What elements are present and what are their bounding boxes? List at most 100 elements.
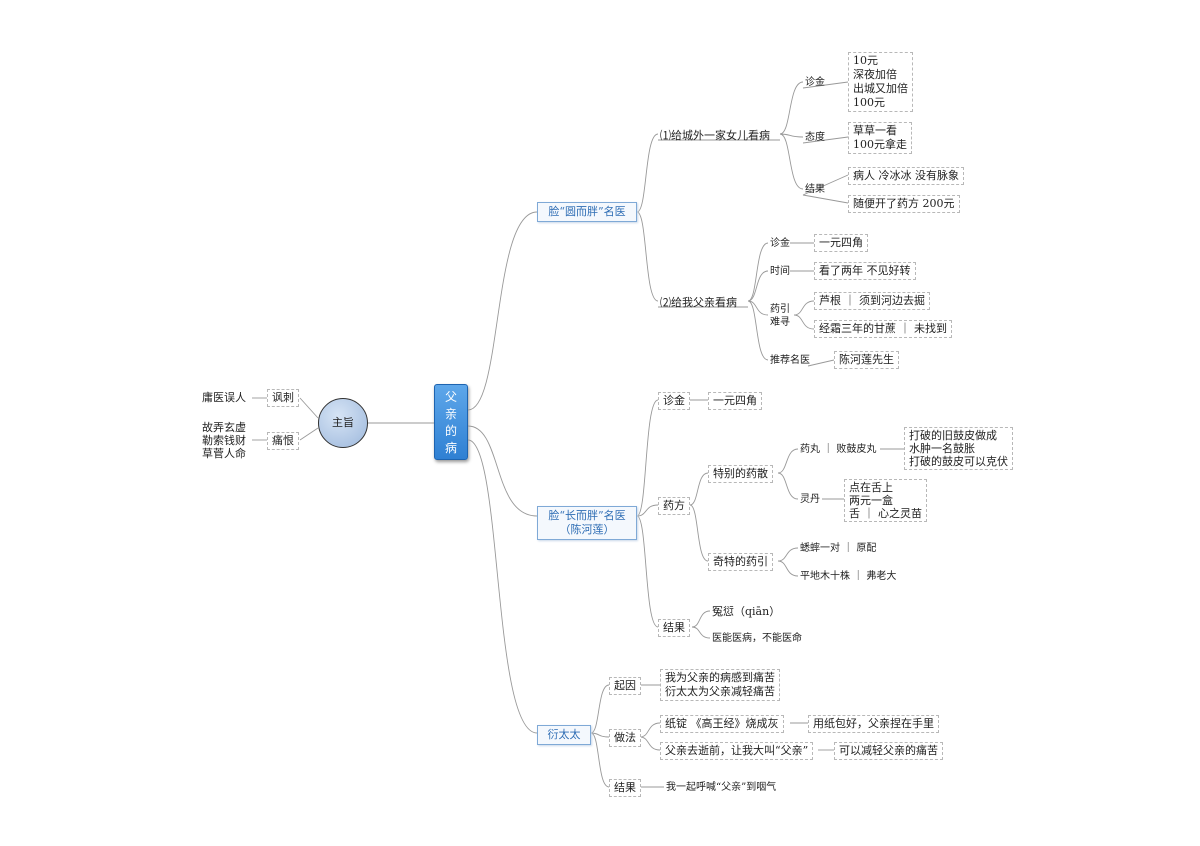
- method-step2-detail: 可以减轻父亲的痛苦: [834, 742, 943, 760]
- connector-line: [807, 359, 835, 367]
- case2-fee-box: 一元四角: [814, 234, 868, 252]
- case1-result-label: 结果: [805, 184, 825, 195]
- long-result-2: 医能医病，不能医命: [712, 633, 802, 644]
- connector-curve: [793, 300, 815, 316]
- connector-line: [802, 174, 849, 196]
- connector-curve: [639, 736, 661, 751]
- connector-line: [802, 81, 849, 89]
- theme-node: 主旨: [318, 398, 368, 448]
- pill-box: 打破的旧鼓皮做成 水肿一名鼓胀 打破的鼓皮可以克伏: [904, 427, 1013, 470]
- long-result-node: 结果: [658, 619, 690, 637]
- connector-curve: [639, 722, 661, 738]
- long-fee-box: 一元四角: [708, 392, 762, 410]
- elixir-line-1: 点在舌上: [849, 481, 893, 494]
- cause-box: 我为父亲的病感到痛苦 衍太太为父亲减轻痛苦: [660, 669, 780, 701]
- case1-fee-line-1: 10元: [853, 54, 878, 67]
- connector-curve: [636, 504, 659, 517]
- connector-curve: [691, 610, 711, 628]
- case1-attitude-box: 草草一看 100元拿走: [848, 122, 912, 154]
- connector-curve: [636, 515, 659, 628]
- connector-curve: [636, 211, 659, 302]
- pill-line-1: 打破的旧鼓皮做成: [909, 429, 997, 442]
- method-node: 做法: [609, 729, 641, 747]
- elixir-line-3: 舌 ｜ 心之灵苗: [849, 507, 922, 520]
- case2-recommend-label: 推荐名医: [770, 355, 810, 366]
- hatred-detail: 故弄玄虚 勒索钱财 草菅人命: [200, 421, 248, 460]
- connector-curve: [590, 732, 610, 738]
- connector-curve: [590, 732, 610, 788]
- case2-time-label: 时间: [770, 266, 790, 277]
- yan-taitai-node: 衍太太: [537, 725, 591, 745]
- elixir-label: 灵丹: [800, 494, 820, 505]
- case1-node: ⑴给城外一家女儿看病: [660, 129, 770, 142]
- case2-guide-1: 芦根 ｜ 须到河边去掘: [814, 292, 930, 310]
- connector-curve: [777, 472, 799, 500]
- case1-fee-box: 10元 深夜加倍 出城又加倍 100元: [848, 52, 913, 112]
- pill-line-2: 水肿一名鼓胀: [909, 442, 975, 455]
- elixir-box: 点在舌上 两元一盒 舌 ｜ 心之灵苗: [844, 479, 927, 522]
- case1-fee-line-3: 出城又加倍: [853, 82, 908, 95]
- connector-curve: [467, 439, 538, 734]
- theme-label: 主旨: [332, 416, 354, 429]
- connector-curve: [590, 684, 610, 734]
- doctor-round-node: 脸“圆而胖”名医: [537, 202, 637, 222]
- case1-attitude-line-1: 草草一看: [853, 124, 897, 137]
- long-fee-label: 诊金: [658, 392, 690, 410]
- pill-label: 药丸 ｜ 败鼓皮丸: [800, 444, 877, 455]
- case2-time-box: 看了两年 不见好转: [814, 262, 916, 280]
- connector-curve: [777, 560, 799, 577]
- case1-attitude-line-2: 100元拿走: [853, 138, 907, 151]
- connector-curve: [779, 133, 804, 190]
- connector-curve: [779, 133, 804, 138]
- connector-curve: [777, 547, 799, 562]
- connector-curve: [636, 133, 659, 213]
- connector-curve: [747, 270, 769, 302]
- center-topic: 父 亲 的 病: [434, 384, 468, 460]
- connector-line: [299, 427, 319, 441]
- cause-line-1: 我为父亲的病感到痛苦: [665, 671, 775, 684]
- special-powder-node: 特别的药散: [708, 465, 773, 483]
- case2-fee-label: 诊金: [770, 238, 790, 249]
- yan-result-text: 我一起呼喊“父亲”到咽气: [666, 782, 777, 793]
- cause-node: 起因: [609, 677, 641, 695]
- elixir-line-2: 两元一盒: [849, 494, 893, 507]
- case1-attitude-label: 态度: [805, 132, 825, 143]
- satire-detail: 庸医误人: [202, 391, 246, 404]
- case1-fee-line-4: 100元: [853, 96, 885, 109]
- yan-result-node: 结果: [609, 779, 641, 797]
- hatred-detail-1: 故弄玄虚: [202, 421, 246, 434]
- case2-guide-label: 药引 难寻: [770, 304, 790, 328]
- case2-guide-2: 经霜三年的甘蔗 ｜ 未找到: [814, 320, 952, 338]
- long-result-1: 冤愆（qiān）: [712, 605, 781, 618]
- cause-line-2: 衍太太为父亲减轻痛苦: [665, 685, 775, 698]
- strange-guide-2: 平地木十株 ｜ 弗老大: [800, 571, 897, 582]
- connector-curve: [779, 81, 804, 135]
- connector-curve: [747, 242, 769, 302]
- connector-line: [802, 194, 849, 204]
- connector-curve: [467, 211, 538, 411]
- prescription-node: 药方: [658, 497, 690, 515]
- connector-curve: [467, 425, 538, 517]
- case1-fee-line-2: 深夜加倍: [853, 68, 897, 81]
- method-step2: 父亲去逝前，让我大叫“父亲”: [660, 742, 814, 760]
- hatred-node: 痛恨: [267, 432, 299, 450]
- strange-guide-1: 蟋蟀一对 ｜ 原配: [800, 543, 877, 554]
- connector-curve: [691, 626, 711, 639]
- connector-curve: [777, 448, 799, 474]
- case1-fee-label: 诊金: [805, 77, 825, 88]
- method-step1-detail: 用纸包好，父亲捏在手里: [808, 715, 939, 733]
- connector-curve: [689, 504, 709, 562]
- case1-result-1: 病人 冷冰冰 没有脉象: [848, 167, 964, 185]
- connector-curve: [793, 314, 815, 330]
- method-step1: 纸锭 《高王经》烧成灰: [660, 715, 784, 733]
- case2-node: ⑵给我父亲看病: [660, 296, 737, 309]
- connector-curve: [747, 300, 769, 361]
- case2-recommend-box: 陈河莲先生: [834, 351, 899, 369]
- hatred-detail-3: 草菅人命: [202, 447, 246, 460]
- satire-node: 讽刺: [267, 389, 299, 407]
- connector-curve: [689, 472, 709, 506]
- doctor-long-node: 脸“长而胖”名医 （陈河莲）: [537, 506, 637, 540]
- connector-curve: [747, 300, 769, 316]
- connector-line: [802, 136, 849, 144]
